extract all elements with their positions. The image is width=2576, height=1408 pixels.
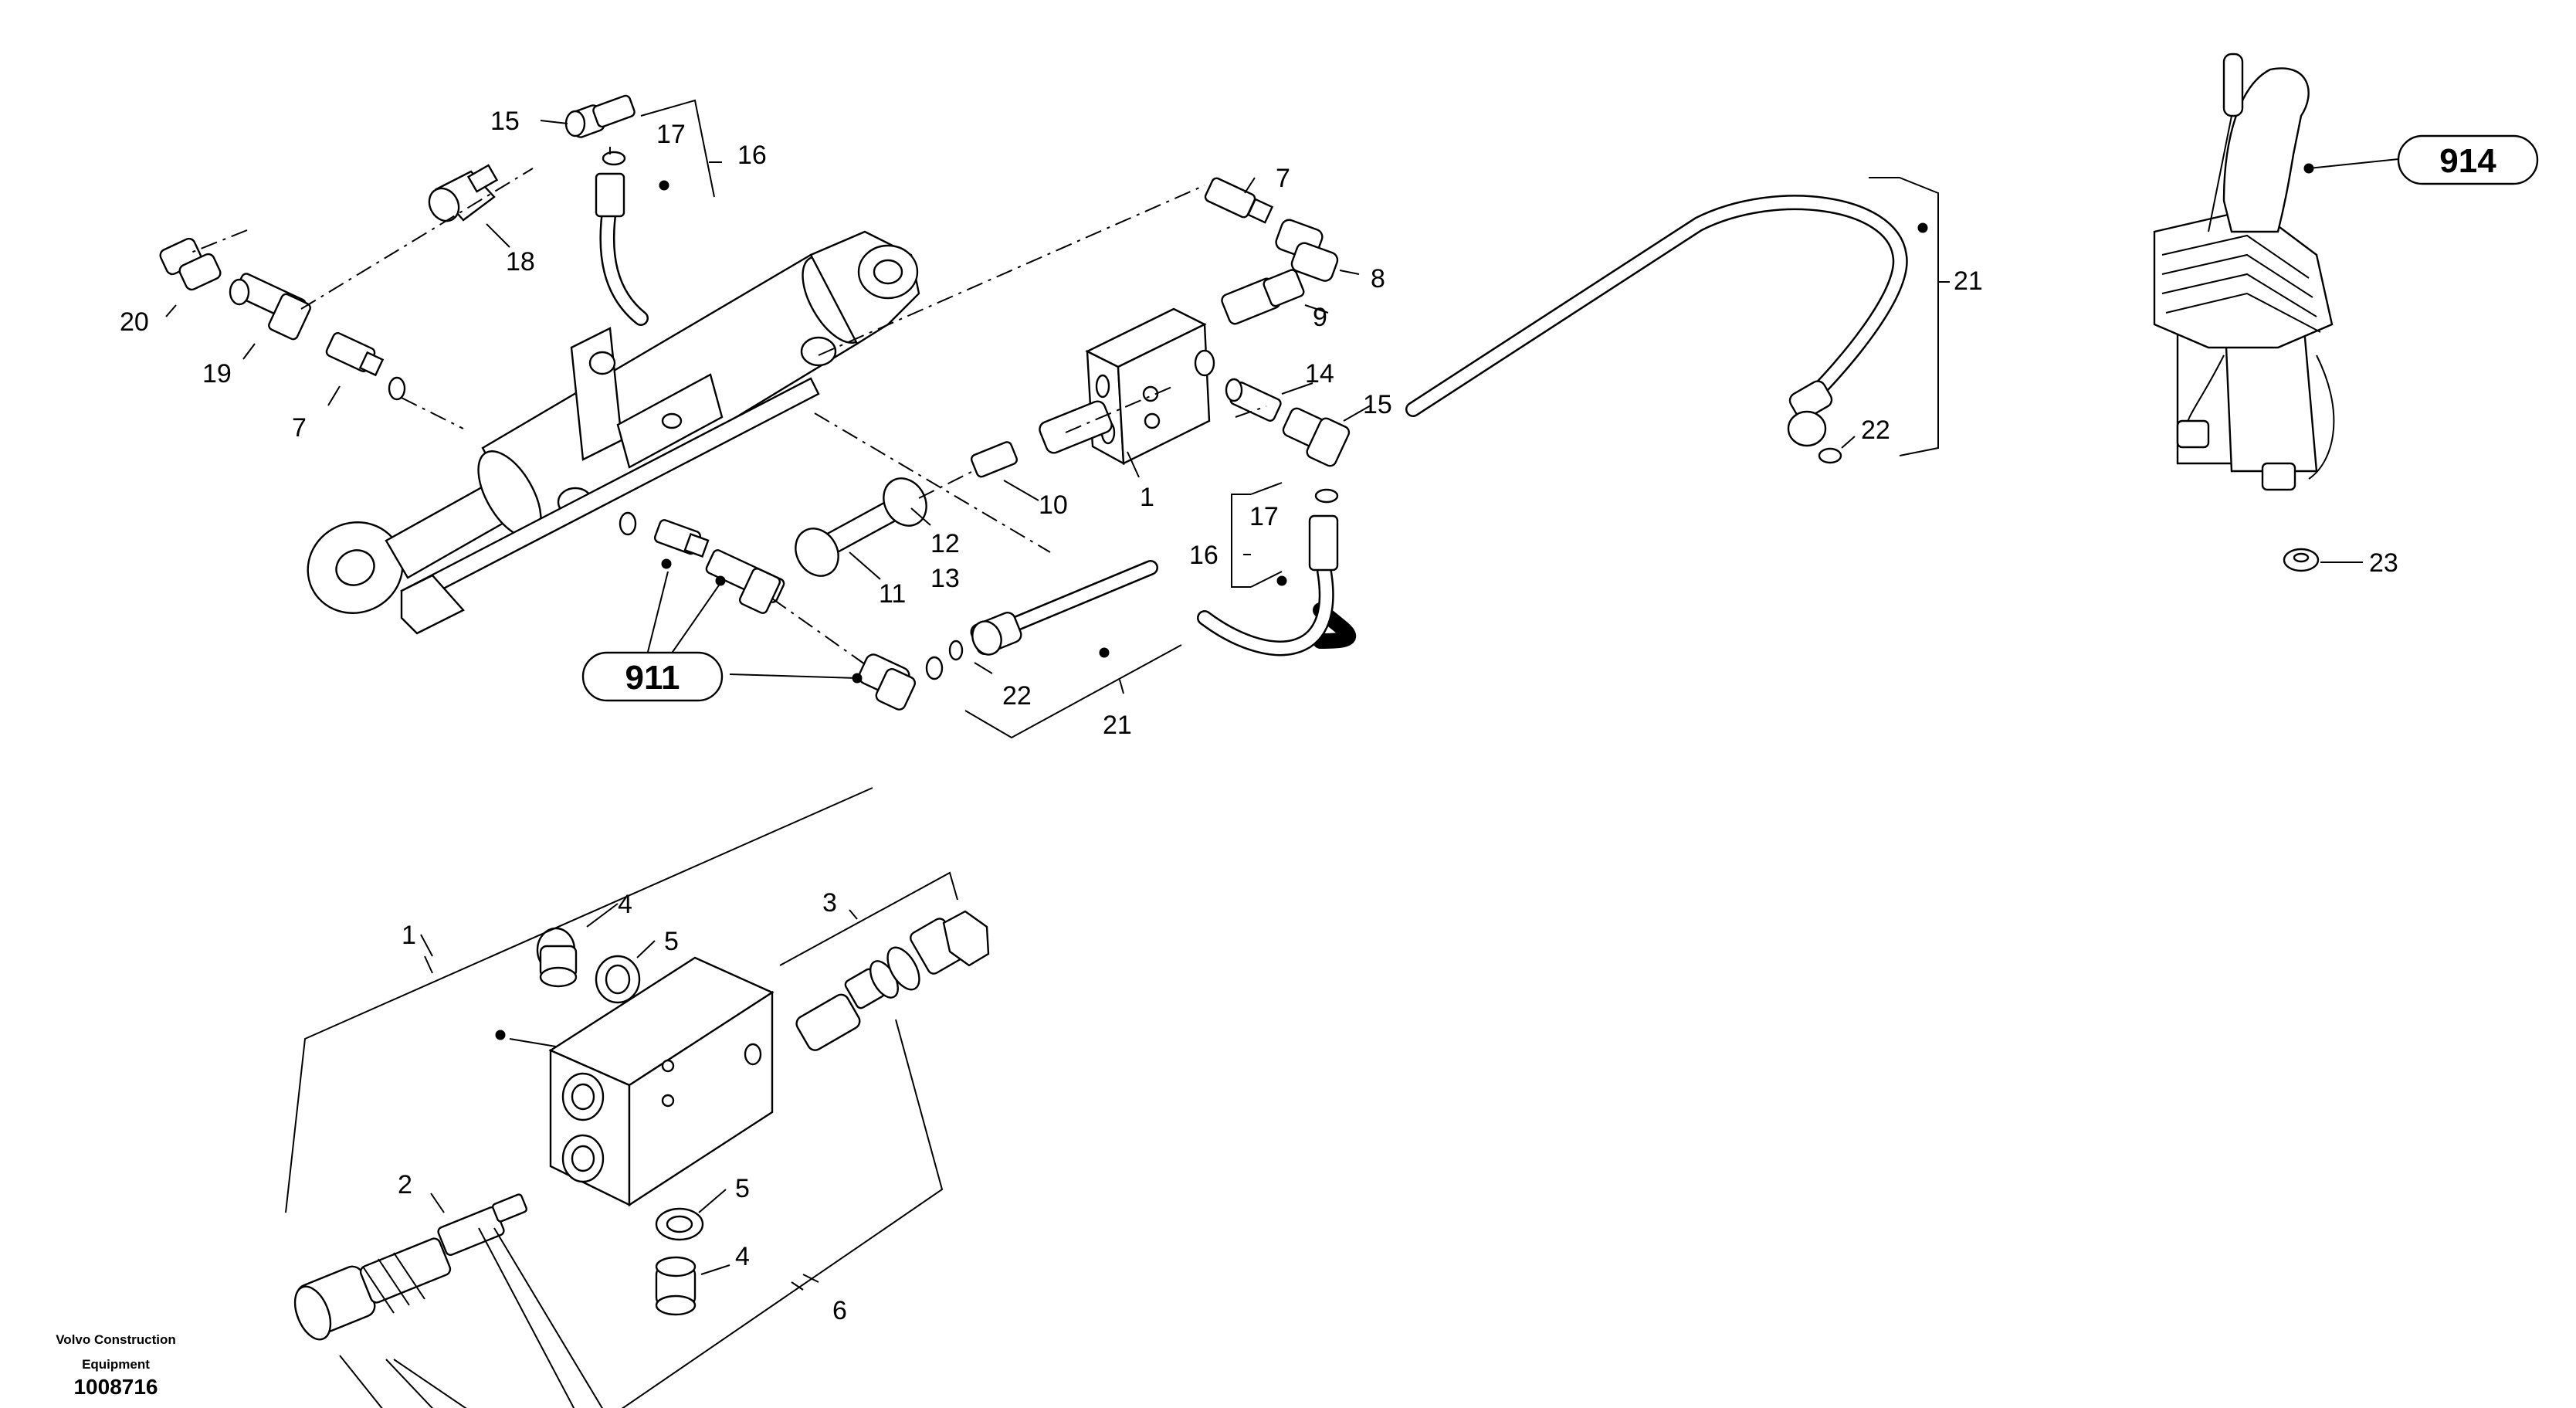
- o-ring-22-upper: [1818, 447, 1842, 464]
- callout-21-upper: 21: [1954, 266, 1983, 296]
- callout-5-upper: 5: [664, 927, 679, 956]
- fitting-7-left: [325, 332, 385, 377]
- callout-15-right: 15: [1363, 390, 1392, 419]
- seal-5-upper: [595, 955, 641, 1004]
- fitting-15-elbow-right: [1282, 407, 1351, 467]
- fitting-14: [1225, 378, 1282, 422]
- footer: Volvo Construction Equipment 1008716: [56, 1332, 176, 1399]
- callout-4-upper: 4: [618, 890, 632, 919]
- callout-8: 8: [1371, 264, 1385, 293]
- callout-3: 3: [822, 888, 837, 918]
- hose-21-upper: [1405, 195, 1908, 447]
- fitting-19-tee: [229, 273, 311, 341]
- o-ring-17-upper: [602, 151, 626, 166]
- callout-23: 23: [2369, 548, 2398, 578]
- o-ring-911: [925, 656, 944, 680]
- fitting-15-elbow-upper: [564, 94, 636, 138]
- fitting-8-elbow: [1275, 219, 1339, 282]
- tube-11: [795, 477, 927, 577]
- seal-5-lower: [655, 1207, 704, 1241]
- callout-21-lower: 21: [1103, 711, 1132, 740]
- valve-block-1-lower: [548, 956, 774, 1207]
- brand-line-1: Volvo Construction: [56, 1332, 176, 1347]
- group-911-text: 911: [625, 659, 680, 697]
- callout-7-left: 7: [292, 413, 307, 443]
- callout-17-lower: 17: [1249, 502, 1279, 531]
- callout-18: 18: [506, 247, 535, 277]
- o-ring-17-lower: [1314, 488, 1339, 504]
- callout-13: 13: [930, 564, 960, 593]
- callout-4-lower: 4: [735, 1242, 750, 1271]
- callout-22-lower: 22: [1002, 681, 1032, 711]
- callout-14: 14: [1305, 359, 1334, 388]
- callout-1-lower: 1: [402, 921, 416, 950]
- cartridge-10: [970, 400, 1113, 478]
- callout-19: 19: [202, 359, 232, 388]
- fitting-9: [1221, 269, 1305, 325]
- callout-16-lower: 16: [1189, 541, 1219, 570]
- fitting-7-right: [1204, 177, 1274, 224]
- joystick-914: [2153, 53, 2335, 491]
- plug-4-lower: [655, 1256, 697, 1316]
- callout-12: 12: [930, 529, 960, 558]
- fitting-20-elbow: [159, 237, 222, 291]
- hose-21-lower: [970, 560, 1158, 656]
- callout-22-upper: 22: [1861, 416, 1890, 445]
- fitting-18: [428, 164, 499, 222]
- cartridge-2: [293, 1193, 528, 1341]
- hose-16-lower: [1197, 514, 1357, 657]
- hose-16-upper: [595, 172, 649, 326]
- o-ring-22-lower: [948, 640, 964, 661]
- callout-16: 16: [737, 141, 767, 170]
- washer-23: [2283, 548, 2320, 572]
- fitting-911-elbow: [858, 653, 916, 711]
- fitting-911-a: [653, 519, 710, 558]
- leader-lines: [165, 99, 2399, 1408]
- cartridge-3: [795, 910, 990, 1051]
- drawing-number: 1008716: [73, 1375, 158, 1399]
- callout-6: 6: [832, 1296, 847, 1325]
- callout-15: 15: [490, 107, 520, 136]
- brand-line-2: Equipment: [82, 1357, 150, 1372]
- group-914-text: 914: [2439, 142, 2496, 180]
- callout-2: 2: [398, 1170, 412, 1199]
- callouts: 15 17 16 18 20 19 7 7 8 9 14 15 10 1 12 …: [120, 107, 2398, 1325]
- valve-block-1-upper: [1085, 307, 1215, 466]
- plug-4-upper: [536, 927, 578, 988]
- callout-17: 17: [656, 120, 686, 149]
- hydraulic-cylinder: [307, 230, 920, 635]
- fitting-911-tee: [705, 549, 785, 614]
- callout-10: 10: [1039, 490, 1068, 520]
- callout-7-right: 7: [1276, 164, 1290, 193]
- callout-11: 11: [879, 579, 906, 609]
- callout-9: 9: [1313, 303, 1327, 332]
- callout-5-lower: 5: [735, 1174, 750, 1203]
- callout-1-upper: 1: [1140, 483, 1154, 512]
- callout-20: 20: [120, 307, 149, 337]
- group-911-label: 911: [581, 651, 724, 702]
- group-914-label: 914: [2397, 134, 2539, 185]
